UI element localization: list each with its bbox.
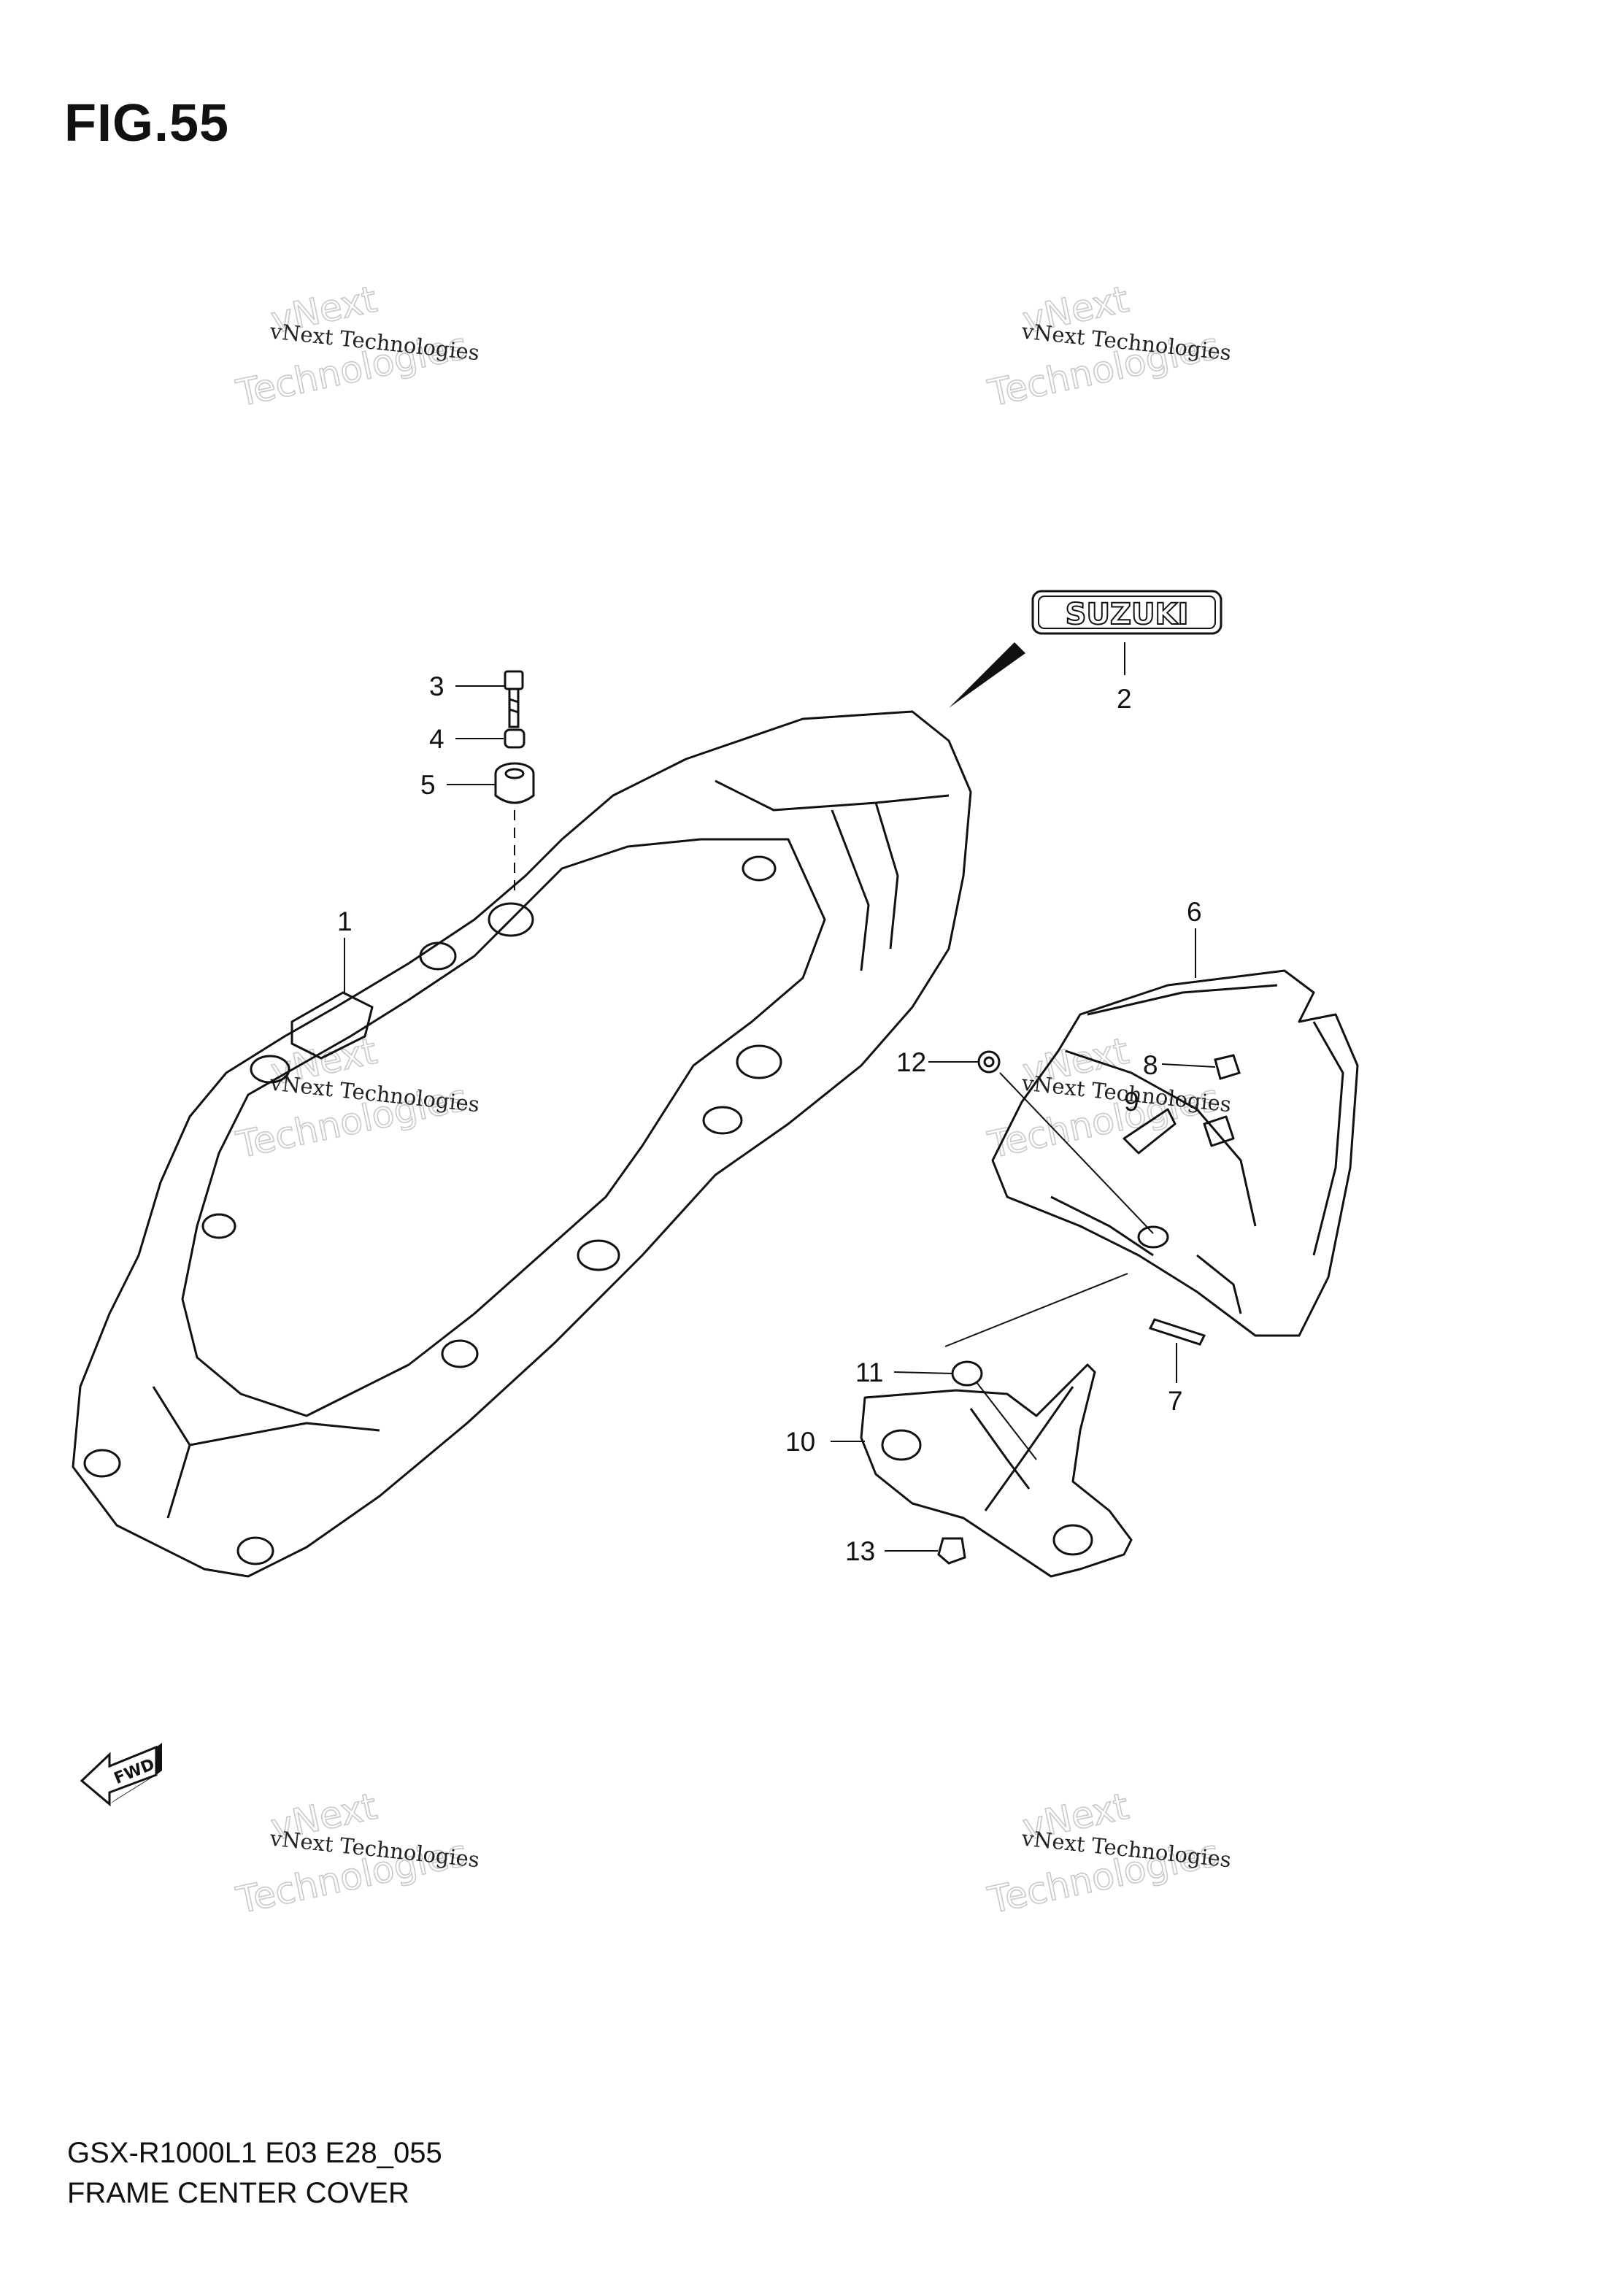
part-5-grommet: [494, 762, 535, 804]
part-4-nut: [504, 728, 525, 749]
callout-9: 9: [1124, 1087, 1139, 1117]
watermark-mid-right: vNext Technologies vNext Technologies: [984, 1029, 1233, 1167]
part-7-tape: [1148, 1318, 1206, 1346]
watermark-top-left: vNext Technologies vNext Technologies: [232, 277, 481, 415]
callout-labels: 1 2 3 4 5 6 7 8 9 10 11 12 13: [337, 671, 1202, 1566]
callout-leaders: [344, 642, 1216, 1552]
watermark-top-right: vNext Technologies vNext Technologies: [984, 277, 1233, 415]
callout-1: 1: [337, 906, 353, 936]
watermark-bottom-left: vNext Technologies vNext Technologies: [232, 1784, 481, 1922]
callout-7: 7: [1168, 1386, 1183, 1416]
part-3-bolt: [504, 670, 524, 728]
callout-6: 6: [1187, 897, 1202, 927]
leader-10-to-6: [944, 1273, 1128, 1347]
fwd-arrow-icon: FWD: [80, 1743, 162, 1807]
emblem-text: SUZUKI: [1066, 598, 1189, 631]
callout-11: 11: [855, 1357, 883, 1387]
part-13-screw: [937, 1537, 966, 1565]
footer-figure-name: FRAME CENTER COVER: [67, 2177, 409, 2209]
part-1-frame-center-cover: [72, 710, 972, 1578]
leader-11-to-10: [976, 1382, 1037, 1460]
callout-10: 10: [785, 1427, 815, 1457]
part-8-clip: [1214, 1054, 1241, 1080]
callout-2: 2: [1117, 684, 1132, 714]
leader-12-to-6: [999, 1072, 1154, 1234]
part-2-emblem: SUZUKI: [1031, 590, 1223, 635]
watermark-mid-left: vNext Technologies vNext Technologies: [232, 1029, 481, 1167]
callout-3: 3: [429, 671, 444, 701]
part-12-clip-nut: [977, 1050, 1001, 1074]
footer-model-code: GSX-R1000L1 E03 E28_055: [67, 2137, 442, 2169]
callout-12: 12: [896, 1047, 926, 1077]
part-6-side-cover: [991, 969, 1359, 1337]
watermark-bottom-right: vNext Technologies vNext Technologies: [984, 1784, 1233, 1922]
callout-13: 13: [845, 1536, 875, 1566]
emblem-placement-arrow: [949, 642, 1025, 708]
part-11-washer: [951, 1360, 983, 1387]
callout-5: 5: [420, 770, 436, 800]
part-10-lower-cover: [860, 1363, 1133, 1578]
figure-title: FIG.55: [64, 94, 230, 153]
callout-8: 8: [1143, 1050, 1158, 1080]
callout-4: 4: [429, 724, 444, 754]
